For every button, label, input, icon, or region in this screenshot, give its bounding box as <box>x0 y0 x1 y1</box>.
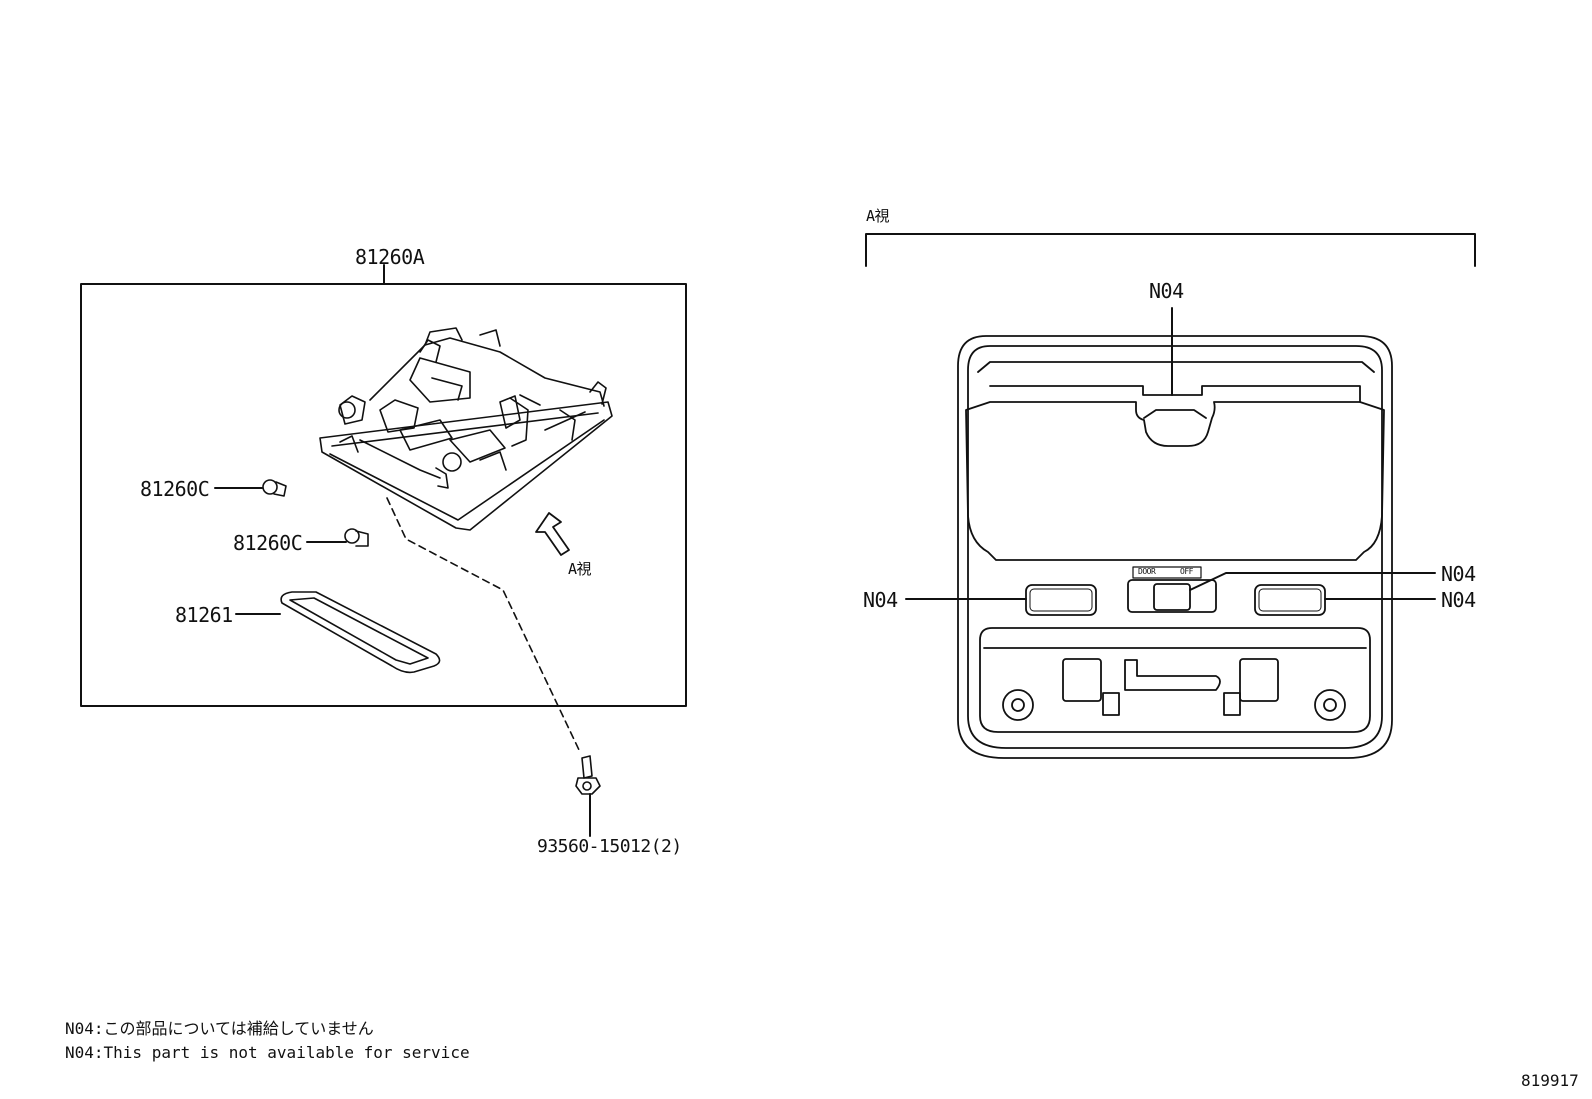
lens-part-number: 81261 <box>175 603 233 627</box>
note-english: N04:This part is not available for servi… <box>65 1043 470 1062</box>
map-lamp-housing <box>319 327 613 531</box>
view-arrow-label: A視 <box>568 560 592 578</box>
view-a-title: A視 <box>866 207 890 225</box>
view-bracket <box>865 233 1476 267</box>
switch-door-text: DOOR <box>1138 567 1156 576</box>
bulb-1 <box>214 479 287 497</box>
n04-label-right-upper: N04 <box>1441 562 1476 586</box>
bulb-part-number-2: 81260C <box>233 531 303 555</box>
bulb-2 <box>306 528 369 547</box>
assembly-frame <box>80 264 687 707</box>
switch-off-text: OFF <box>1180 567 1193 576</box>
n04-leaders <box>905 307 1436 600</box>
screw <box>575 755 601 837</box>
screw-guide-line <box>386 497 581 753</box>
note-japanese: N04:この部品については補給していません <box>65 1019 374 1038</box>
diagram-id: 819917 <box>1521 1071 1579 1090</box>
n04-label-left: N04 <box>863 588 898 612</box>
bulb-part-number-1: 81260C <box>140 477 210 501</box>
n04-label-right-lower: N04 <box>1441 588 1476 612</box>
lens <box>235 591 441 674</box>
view-arrow <box>535 512 570 556</box>
screw-part-number: 93560-15012(2) <box>537 836 682 857</box>
n04-label-top: N04 <box>1149 279 1184 303</box>
console-front <box>957 335 1393 759</box>
assembly-part-number: 81260A <box>355 245 425 269</box>
